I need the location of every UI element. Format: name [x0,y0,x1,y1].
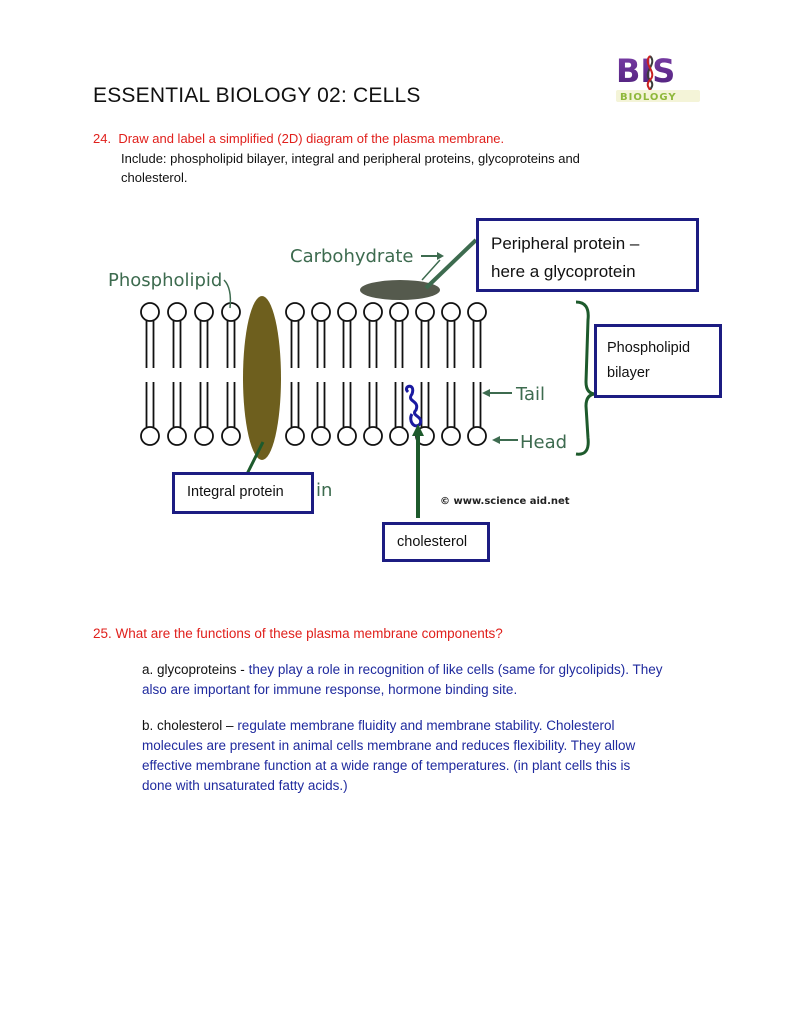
logo-text: BIS [616,52,675,90]
phospholipid-head [389,426,409,446]
phospholipid-head [415,302,435,322]
integral-protein-shape [243,296,281,460]
carbohydrate-arrow-icon [437,252,444,260]
tail-label: Tail [515,384,545,405]
phospholipid-head [467,302,487,322]
phospholipid-head [167,302,187,322]
bis-logo: BIS BIOLOGY [616,52,700,103]
phospholipid-head [167,426,187,446]
phospholipid-head [221,426,241,446]
phospholipid-head [311,302,331,322]
phospholipid-head [194,302,214,322]
head-arrow-icon [492,436,500,444]
phospholipid-head [311,426,331,446]
phospholipid-head [194,426,214,446]
copyright-text: © www.science aid.net [440,496,570,507]
cholesterol-box: cholesterol [382,522,490,562]
phospholipid-head [221,302,241,322]
phospholipid-head [389,302,409,322]
phospholipid-head [140,302,160,322]
phospholipid-label: Phospholipid [108,270,222,291]
phospholipid-head [441,426,461,446]
glycoprotein-pointer [424,238,478,290]
peripheral-protein-box: Peripheral protein – here a glycoprotein [476,218,699,292]
phospholipid-head [363,426,383,446]
tail-arrow-icon [482,389,490,397]
q25-prompt: 25. What are the functions of these plas… [93,626,503,641]
phospholipid-head [285,426,305,446]
phospholipid-head [140,426,160,446]
bilayer-bracket [575,300,597,456]
q25-answer-a: a. glycoproteins - they play a role in r… [142,662,663,697]
phospholipid-bilayer [140,302,487,446]
integral-protein-box: Integral protein [172,472,314,514]
q24-include: Include: phospholipid bilayer, integral … [121,151,580,185]
logo-subtext: BIOLOGY [620,92,677,103]
phospholipid-head [467,426,487,446]
q24-prompt: 24. Draw and label a simplified (2D) dia… [93,131,505,146]
page-title: ESSENTIAL BIOLOGY 02: CELLS [93,84,421,107]
phospholipid-head [337,426,357,446]
cholesterol-shape [405,384,423,428]
phospholipid-head [337,302,357,322]
partial-protein-label: in [316,480,332,501]
phospholipid-head [441,302,461,322]
q25-answer-b: b. cholesterol – regulate membrane fluid… [142,718,636,793]
head-label: Head [520,432,567,453]
phospholipid-head [363,302,383,322]
carbohydrate-label: Carbohydrate [290,246,414,267]
cholesterol-arrow-icon [412,424,424,436]
phospholipid-bilayer-box: Phospholipid bilayer [594,324,722,398]
glycoprotein-shape [360,280,440,300]
phospholipid-head [285,302,305,322]
